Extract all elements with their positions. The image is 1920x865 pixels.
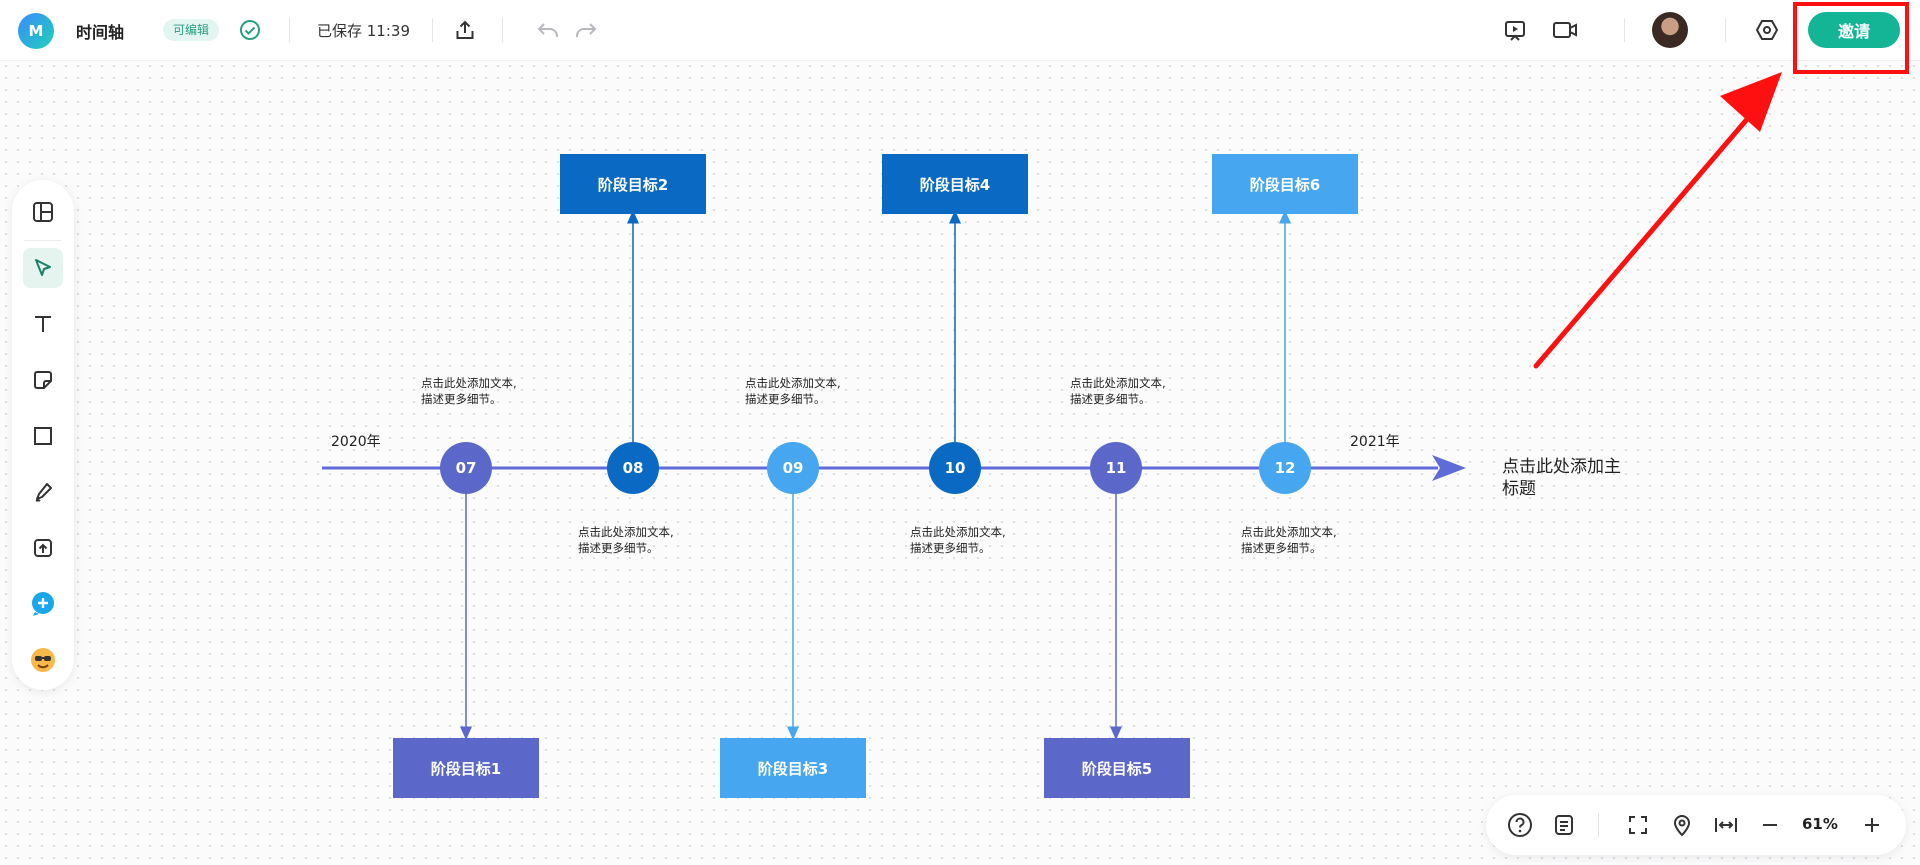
undo-icon[interactable] xyxy=(532,14,564,46)
timeline-arrowhead xyxy=(1432,455,1466,481)
timeline-node[interactable]: 12 xyxy=(1259,442,1311,494)
add-chat-icon[interactable] xyxy=(23,584,63,624)
goal-box[interactable]: 阶段目标5 xyxy=(1044,738,1190,798)
note-text[interactable]: 点击此处添加文本,描述更多细节。 xyxy=(1241,525,1337,555)
upload-icon[interactable] xyxy=(23,528,63,568)
notes-icon[interactable] xyxy=(1548,809,1580,841)
note-text[interactable]: 点击此处添加文本,描述更多细节。 xyxy=(910,525,1006,555)
note-text[interactable]: 点击此处添加文本,描述更多细节。 xyxy=(745,376,841,406)
divider xyxy=(1598,813,1599,837)
left-toolbar xyxy=(12,180,74,690)
divider xyxy=(1725,18,1726,42)
share-upload-icon[interactable] xyxy=(449,14,481,46)
timeline-node[interactable]: 08 xyxy=(607,442,659,494)
divider xyxy=(1624,18,1625,42)
timeline-node[interactable]: 09 xyxy=(767,442,819,494)
zoom-level[interactable]: 61% xyxy=(1802,815,1838,833)
end-year-label[interactable]: 2021年 xyxy=(1350,434,1400,450)
shape-rectangle-icon[interactable] xyxy=(23,416,63,456)
help-icon[interactable] xyxy=(1504,809,1536,841)
divider xyxy=(289,18,290,42)
template-panel-icon[interactable] xyxy=(23,192,63,232)
zoom-in-icon[interactable] xyxy=(1856,809,1888,841)
logo-icon[interactable]: M xyxy=(18,13,54,49)
goal-box[interactable]: 阶段目标3 xyxy=(720,738,866,798)
video-call-icon[interactable] xyxy=(1549,14,1581,46)
redo-icon[interactable] xyxy=(570,14,602,46)
zoom-out-icon[interactable] xyxy=(1754,809,1786,841)
divider xyxy=(502,18,503,42)
invite-button[interactable]: 邀请 xyxy=(1808,12,1900,48)
timeline-node[interactable]: 11 xyxy=(1090,442,1142,494)
goal-box[interactable]: 阶段目标1 xyxy=(393,738,539,798)
presentation-icon[interactable] xyxy=(1499,14,1531,46)
sticky-note-icon[interactable] xyxy=(23,360,63,400)
bottom-control-bar: 61% xyxy=(1486,795,1906,855)
text-tool-icon[interactable] xyxy=(23,304,63,344)
annotation-arrow xyxy=(1533,72,1782,369)
note-text[interactable]: 点击此处添加文本,描述更多细节。 xyxy=(421,376,517,406)
edit-status-badge: 可编辑 xyxy=(163,19,220,41)
fullscreen-icon[interactable] xyxy=(1622,809,1654,841)
location-pin-icon[interactable] xyxy=(1666,809,1698,841)
select-cursor-icon[interactable] xyxy=(23,248,63,288)
main-title-placeholder[interactable]: 点击此处添加主标题 xyxy=(1502,457,1621,499)
document-title[interactable]: 时间轴 xyxy=(76,23,125,42)
timeline-node[interactable]: 10 xyxy=(929,442,981,494)
goal-box[interactable]: 阶段目标2 xyxy=(560,154,706,214)
emoji-icon[interactable] xyxy=(23,640,63,680)
fit-width-icon[interactable] xyxy=(1710,809,1742,841)
toolbar-divider xyxy=(24,240,62,241)
save-status: 已保存 11:39 xyxy=(317,22,410,40)
start-year-label[interactable]: 2020年 xyxy=(331,434,381,450)
top-bar: M 时间轴 可编辑 已保存 11:39 邀请 xyxy=(0,0,1920,61)
timeline-node[interactable]: 07 xyxy=(440,442,492,494)
highlight-box xyxy=(1793,2,1909,74)
pen-tool-icon[interactable] xyxy=(23,472,63,512)
note-text[interactable]: 点击此处添加文本,描述更多细节。 xyxy=(1070,376,1166,406)
divider xyxy=(432,18,433,42)
goal-box[interactable]: 阶段目标4 xyxy=(882,154,1028,214)
check-circle-icon xyxy=(234,14,266,46)
note-text[interactable]: 点击此处添加文本,描述更多细节。 xyxy=(578,525,674,555)
settings-hexagon-icon[interactable] xyxy=(1751,14,1783,46)
user-avatar[interactable] xyxy=(1652,12,1688,48)
goal-box[interactable]: 阶段目标6 xyxy=(1212,154,1358,214)
